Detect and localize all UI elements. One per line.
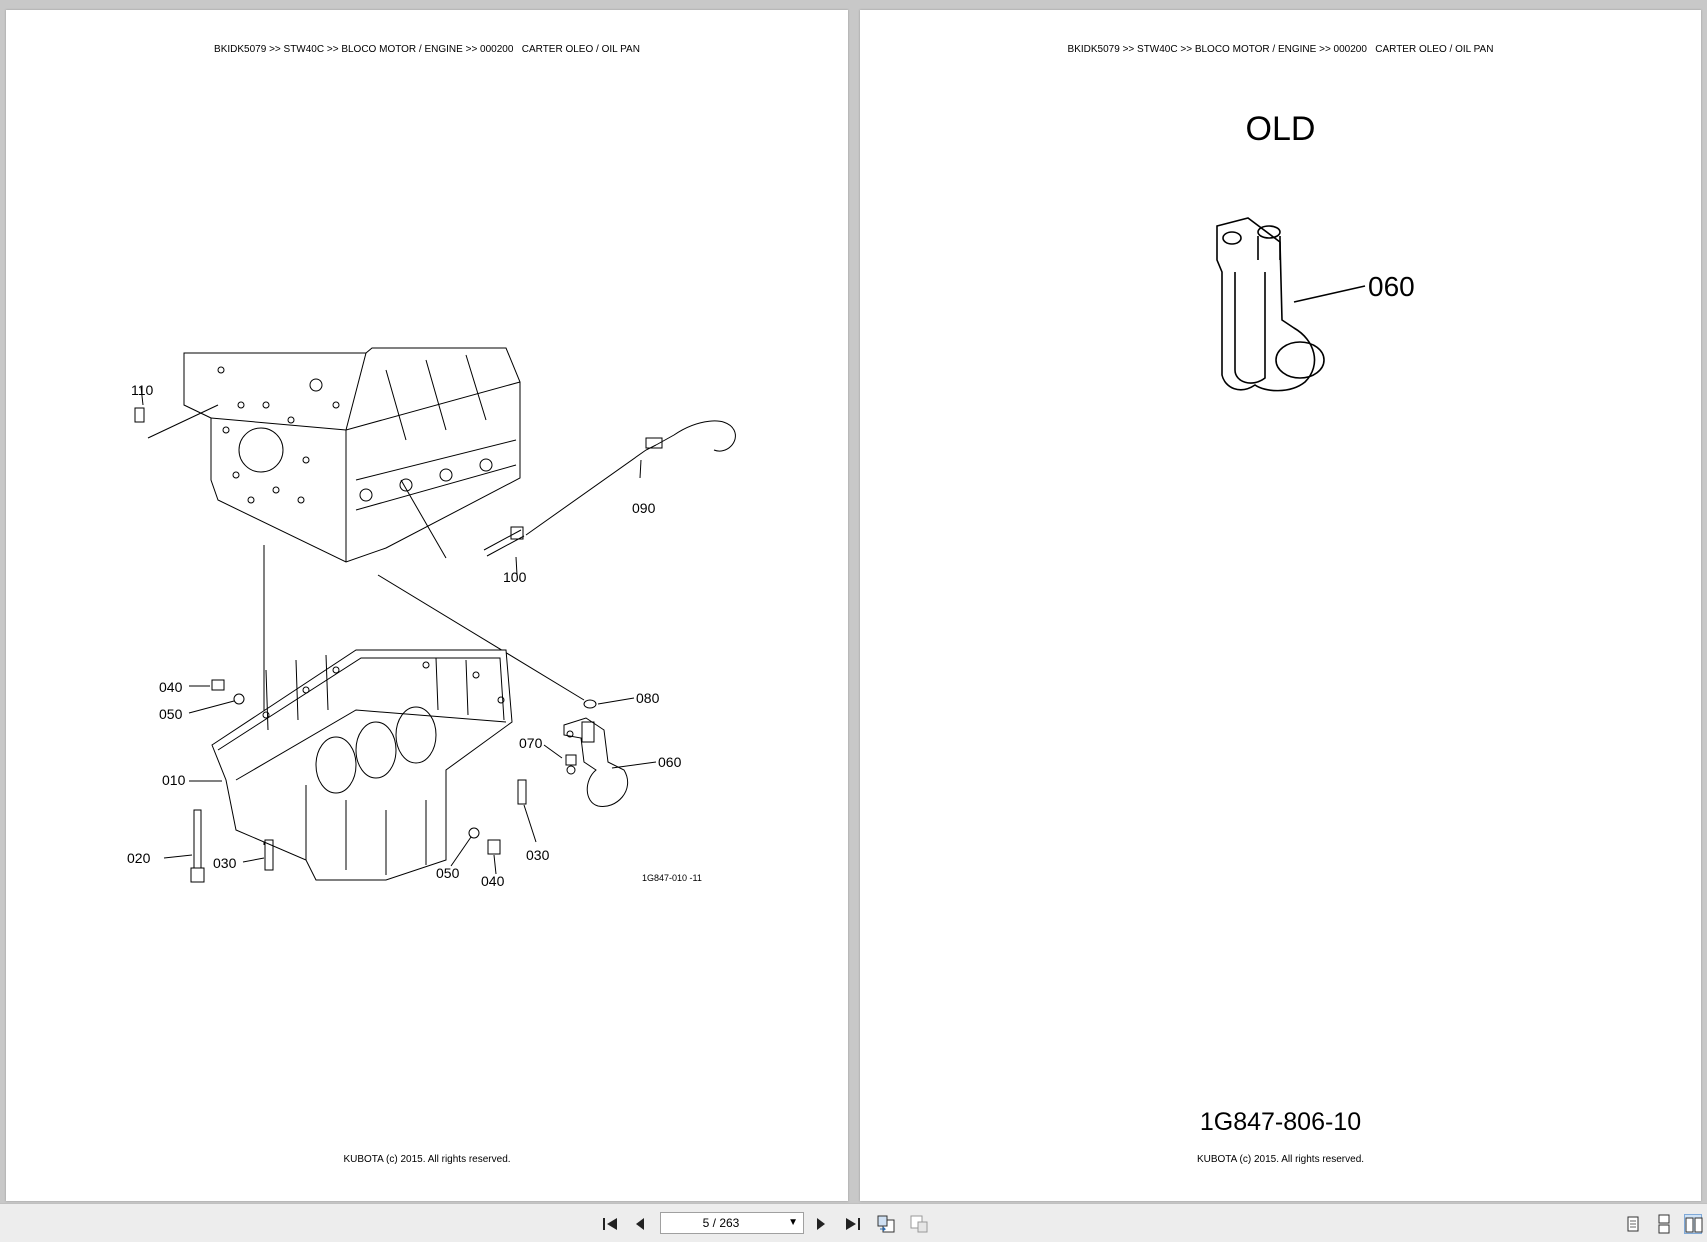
previous-view-icon — [877, 1215, 895, 1233]
callout-040: 040 — [159, 679, 183, 695]
callout-060: 060 — [658, 754, 682, 770]
callout-050: 050 — [159, 706, 183, 722]
drawing-code: 1G847-010 -11 — [642, 873, 702, 883]
page-header: BKIDK5079 >> STW40C >> BLOCO MOTOR / ENG… — [214, 44, 640, 55]
viewer-toolbar: 5 / 263 ▼ — [0, 1203, 1707, 1242]
callout-020: 020 — [127, 850, 151, 866]
callout-050: 050 — [436, 865, 460, 881]
page-footer: KUBOTA (c) 2015. All rights reserved. — [343, 1154, 511, 1165]
page-header: BKIDK5079 >> STW40C >> BLOCO MOTOR / ENG… — [1067, 44, 1494, 55]
two-page-icon — [1685, 1217, 1703, 1233]
callout-110: 110 — [131, 382, 154, 398]
next-view-button[interactable] — [908, 1213, 930, 1235]
callout-030: 030 — [213, 855, 237, 871]
page-footer: KUBOTA (c) 2015. All rights reserved. — [1196, 1154, 1365, 1165]
next-icon — [817, 1218, 825, 1230]
next-view-icon — [910, 1215, 928, 1233]
document-viewer: BKIDK5079 >> STW40C >> BLOCO MOTOR / ENG… — [6, 10, 1701, 1201]
callout-030: 030 — [526, 847, 550, 863]
skip-last-icon — [846, 1218, 860, 1230]
page-indicator: 5 / 263 — [702, 1216, 740, 1230]
previous-view-button[interactable] — [875, 1213, 897, 1235]
page-right: BKIDK5079 >> STW40C >> BLOCO MOTOR / ENG… — [860, 10, 1701, 1201]
callout-040: 040 — [481, 873, 505, 889]
continuous-view-button[interactable] — [1655, 1214, 1673, 1234]
page-number-field[interactable]: 5 / 263 ▼ — [660, 1212, 804, 1234]
prev-icon — [636, 1218, 644, 1230]
last-page-button[interactable] — [842, 1213, 864, 1235]
page-left: BKIDK5079 >> STW40C >> BLOCO MOTOR / ENG… — [6, 10, 848, 1201]
continuous-page-icon — [1658, 1214, 1670, 1234]
callout-080: 080 — [636, 690, 660, 706]
callout-090: 090 — [632, 500, 656, 516]
first-page-button[interactable] — [599, 1213, 621, 1235]
callout-070: 070 — [519, 735, 543, 751]
oil-strainer-drawing: 060 — [1216, 217, 1415, 392]
single-page-view-button[interactable] — [1624, 1214, 1642, 1234]
chevron-down-icon[interactable]: ▼ — [788, 1217, 798, 1228]
callout-100: 100 — [503, 569, 527, 585]
old-label: OLD — [1245, 110, 1316, 148]
next-page-button[interactable] — [810, 1213, 832, 1235]
single-page-icon — [1627, 1216, 1639, 1232]
part-code: 1G847-806-10 — [1199, 1108, 1362, 1136]
two-page-view-button[interactable] — [1684, 1214, 1703, 1234]
callout-060: 060 — [1368, 271, 1415, 302]
callout-010: 010 — [162, 772, 186, 788]
skip-first-icon — [603, 1218, 617, 1230]
oil-pan-exploded-diagram: 110 090 100 040 050 080 070 060 010 020 … — [127, 347, 736, 889]
prev-page-button[interactable] — [629, 1213, 651, 1235]
